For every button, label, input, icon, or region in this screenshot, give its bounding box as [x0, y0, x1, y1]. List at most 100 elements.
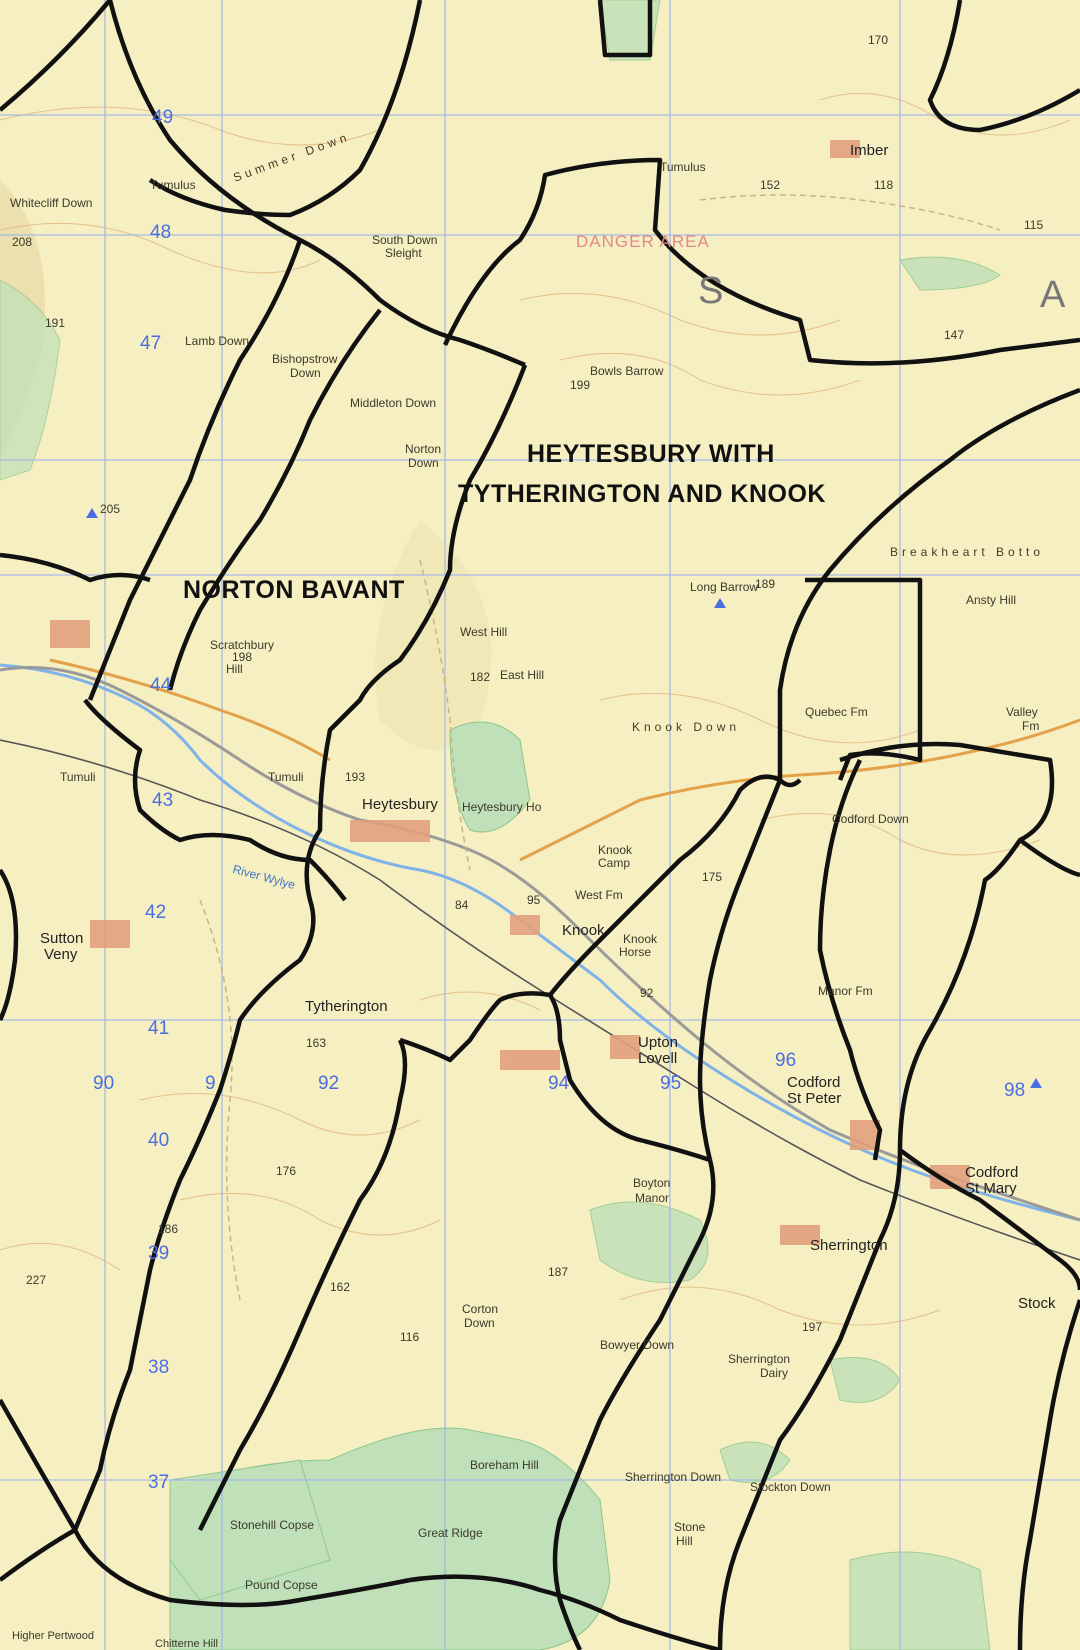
feature-knook-horse-1: Knook	[623, 932, 658, 946]
feature-east-hill: East Hill	[500, 668, 545, 682]
village-heytesbury[interactable]: Heytesbury	[362, 796, 438, 813]
feature-manor-fm: Manor Fm	[818, 984, 873, 998]
spot-height-186: 186	[158, 1222, 179, 1236]
woodland-se	[849, 1551, 991, 1650]
village-upton-lovell-2[interactable]: Lovell	[638, 1050, 678, 1067]
village-sherrington[interactable]: Sherrington	[810, 1237, 888, 1254]
boundary-codford-west	[697, 779, 783, 1161]
boundary-tyth-east	[399, 991, 711, 1163]
spot-height-116: 116	[400, 1330, 420, 1344]
boundary-danger-north	[442, 157, 1080, 366]
spot-height-84: 84	[455, 898, 469, 912]
spot-height-199: 199	[570, 378, 591, 392]
boundary-nw-arc	[0, 0, 112, 112]
spot-height-227: 227	[26, 1273, 47, 1287]
feature-knook-horse-2: Horse	[619, 945, 652, 959]
spot-height-187: 187	[548, 1265, 569, 1279]
grid-northing-44: 44	[150, 675, 172, 696]
grid-northing-42: 42	[145, 902, 167, 923]
feature-knook-camp-2: Camp	[598, 856, 631, 870]
feature-pound-copse: Pound Copse	[245, 1578, 318, 1592]
spot-height-170: 170	[868, 33, 889, 47]
road-a36	[0, 666, 1080, 1222]
village-codford-peter-2[interactable]: St Peter	[787, 1090, 842, 1107]
feature-bowyer-down: Bowyer Down	[600, 1338, 675, 1352]
boundary-codford-east	[839, 741, 1055, 1151]
feature-lamb-down: Lamb Down	[185, 334, 250, 348]
village-sutton-veny-1[interactable]: Sutton	[40, 930, 84, 947]
terrain-shade-centre	[375, 520, 492, 750]
feature-boyton-manor-2: Manor	[635, 1191, 670, 1205]
feature-valley-fm-2: Fm	[1022, 719, 1040, 733]
village-upton-lovell-1[interactable]: Upton	[638, 1034, 679, 1051]
parish-label-heytesbury-line1[interactable]: HEYTESBURY WITH	[527, 440, 775, 468]
grid-northing-48: 48	[150, 222, 172, 243]
boundary-se	[1017, 1299, 1080, 1650]
grid-easting-98: 98	[1004, 1080, 1026, 1101]
feature-scratchbury-hill-2: Hill	[226, 662, 243, 676]
village-codford-mary-1[interactable]: Codford	[965, 1164, 1019, 1181]
spot-height-92: 92	[640, 986, 654, 1000]
feature-tumulus-3: Tumuli	[60, 770, 96, 784]
boundary-summer-down	[107, 0, 526, 368]
village-imber[interactable]: Imber	[850, 142, 889, 159]
village-knook[interactable]: Knook	[562, 922, 605, 939]
spot-height-147: 147	[944, 328, 965, 342]
feature-quebec-fm: Quebec Fm	[805, 705, 868, 719]
spot-height-152: 152	[760, 178, 781, 192]
feature-great-ridge: Great Ridge	[418, 1526, 483, 1540]
boundary-sherrington-east	[717, 1149, 903, 1650]
feature-valley-fm-1: Valley	[1006, 705, 1038, 719]
boundary-ne	[927, 0, 1080, 133]
woodland-stockton	[719, 1441, 791, 1483]
village-tytherington[interactable]: Tytherington	[305, 998, 388, 1015]
boundary-sw-corner	[0, 1528, 77, 1582]
boundary-east-central	[777, 387, 1080, 780]
grid-easting-96: 96	[775, 1050, 797, 1071]
village-sutton-veny-2[interactable]: Veny	[44, 946, 78, 963]
spot-height-205: 205	[100, 502, 121, 516]
parish-label-norton-bavant[interactable]: NORTON BAVANT	[183, 576, 405, 604]
woodland-stonehill	[169, 1459, 331, 1601]
boundary-top-ridge	[148, 0, 423, 218]
grid-northing-49: 49	[152, 107, 174, 128]
boundary-norton-west	[87, 239, 303, 701]
feature-south-down-sleight-2: Sleight	[385, 246, 422, 260]
feature-ansty-hill: Ansty Hill	[966, 593, 1017, 607]
woodland-group	[0, 0, 1001, 1650]
woodland-imber	[899, 256, 1001, 291]
feature-sherrington-dairy-2: Dairy	[760, 1366, 789, 1380]
spot-height-197: 197	[802, 1320, 823, 1334]
village-codford-peter-1[interactable]: Codford	[787, 1074, 841, 1091]
boundary-stockton	[898, 1148, 1080, 1291]
village-stock[interactable]: Stock	[1018, 1295, 1056, 1312]
spot-height-95: 95	[527, 893, 541, 907]
feature-stockton-down: Stockton Down	[750, 1480, 831, 1494]
woodland-boyton	[589, 1201, 709, 1283]
boundary-heytesbury-west	[72, 364, 528, 1531]
boundary-bishopstrow	[0, 552, 151, 583]
village-codford-mary-2[interactable]: St Mary	[965, 1180, 1017, 1197]
spot-height-176: 176	[276, 1164, 297, 1178]
feature-codford-down: Codford Down	[832, 812, 909, 826]
boundary-warminster	[83, 698, 347, 902]
grid-easting-91: 9	[205, 1073, 216, 1094]
spot-height-175: 175	[702, 870, 723, 884]
woodland-north	[599, 0, 661, 61]
boundary-west-edge	[0, 868, 19, 1022]
boundary-codford-mid	[817, 758, 883, 1161]
danger-area-label: DANGER AREA	[576, 232, 710, 251]
grid-easting-92: 92	[318, 1073, 340, 1094]
sheet-letter-a: A	[1040, 274, 1066, 316]
boundary-east-edge	[1018, 838, 1080, 878]
contour-group	[0, 92, 1071, 1326]
spot-height-191: 191	[45, 316, 66, 330]
woodland-west-strip	[0, 279, 61, 481]
feature-tumulus-2: Tumulus	[660, 160, 706, 174]
parish-label-heytesbury-line2[interactable]: TYTHERINGTON AND KNOOK	[458, 480, 826, 508]
feature-west-hill: West Hill	[460, 625, 508, 639]
feature-south-down-sleight-1: South Down	[372, 233, 438, 247]
